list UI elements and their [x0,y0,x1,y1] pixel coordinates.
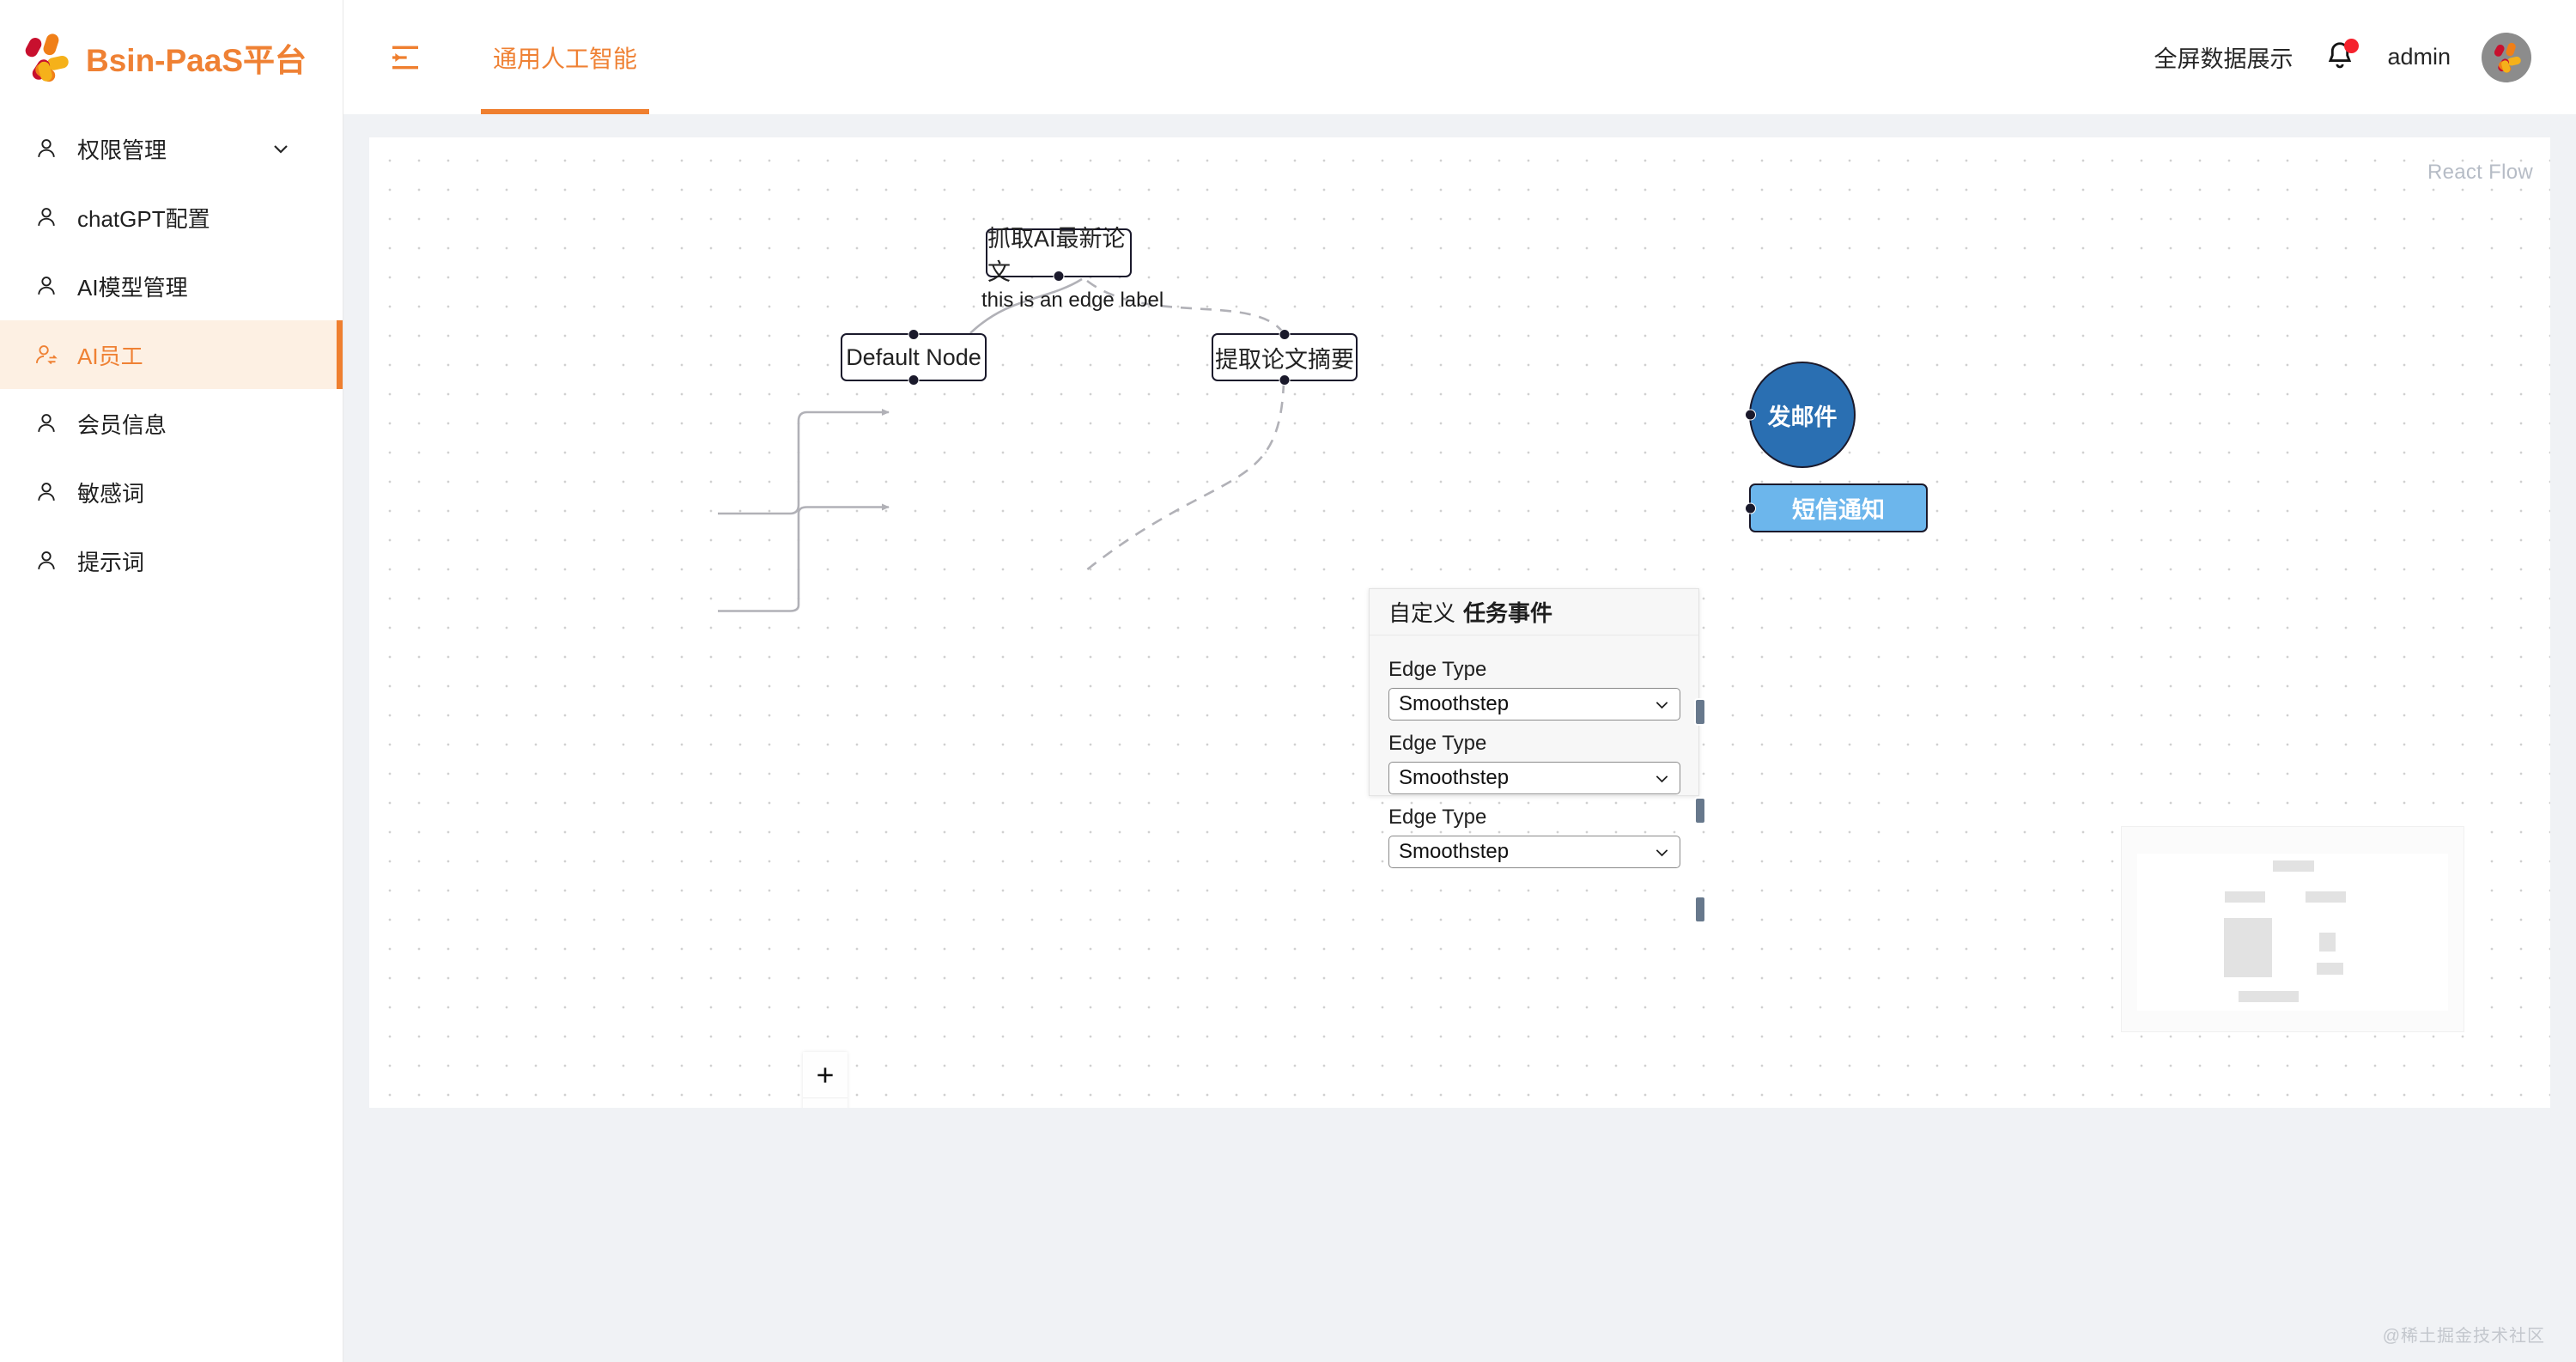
watermark: @稀土掘金技术社区 [2382,1327,2545,1346]
user-switch-icon [34,343,58,367]
panel-handle-2[interactable] [1694,797,1706,824]
flow-node-sms-notify[interactable]: 短信通知 [1745,483,1928,532]
flow-controls [803,1052,848,1108]
node-label: 短信通知 [1792,497,1885,523]
sidebar: Bsin-PaaS平台 权限管理 chatGPT配置 [0,0,343,1362]
edge-type-value-1: Smoothstep [1399,692,1510,715]
node-label: Default Node [846,344,981,370]
edge-n3-n4 [1081,381,1285,575]
sidebar-item-prompt-words[interactable]: 提示词 [0,526,343,595]
sidebar-item-ai-model-management[interactable]: AI模型管理 [0,252,343,320]
custom-task-event-panel: 自定义 任务事件 Edge Type Smoothstep Edge Type [1369,588,1706,923]
chevron-down-icon [1653,769,1671,787]
edge-type-select-3[interactable]: Smoothstep [1388,836,1680,868]
header-actions: 全屏数据展示 admin [2154,32,2576,82]
edge-type-select-1[interactable]: Smoothstep [1388,688,1680,721]
edge-type-label-3: Edge Type [1388,806,1487,829]
sidebar-item-permissions[interactable]: 权限管理 [0,114,343,183]
user-icon [34,205,58,229]
sidebar-item-chatgpt-config[interactable]: chatGPT配置 [0,183,343,252]
zoom-out-button[interactable] [803,1098,848,1108]
flow-editor-card: this is an edge label 抓取AI最新论文 Default N… [369,137,2550,1108]
panel-body: Edge Type Smoothstep Edge Type Smoothste… [1370,635,1698,868]
panel-handle-1[interactable] [1694,698,1706,726]
edge-label: this is an edge label [981,289,1164,312]
edge-panel3-n5 [718,503,890,612]
zoom-in-button[interactable] [803,1052,848,1098]
user-icon [34,480,58,504]
react-flow-attribution: React Flow [2427,161,2533,184]
flow-node-extract-abstract[interactable]: 提取论文摘要 [1212,329,1358,386]
chevron-down-icon[interactable] [270,138,291,159]
node-label: 抓取AI最新论文 [987,225,1126,285]
user-icon [34,137,58,161]
minimap-node [2225,891,2265,903]
node-handle-left[interactable] [1745,409,1756,421]
tab-label: 通用人工智能 [493,45,638,72]
sidebar-item-label: AI员工 [77,343,143,369]
top-header: 通用人工智能 全屏数据展示 admin [343,0,2576,114]
sidebar-item-label: 敏感词 [77,480,145,507]
panel-title-bold: 任务事件 [1463,600,1553,626]
edge-panel1-n4 [718,409,890,515]
flow-minimap[interactable] [2121,826,2464,1032]
brand-header[interactable]: Bsin-PaaS平台 [0,0,343,114]
user-icon [34,411,58,435]
edge-type-label-2: Edge Type [1388,732,1487,755]
node-handle-bottom[interactable] [908,374,920,386]
notification-badge-dot [2344,38,2360,53]
chevron-down-icon [1653,696,1671,714]
tab-general-ai[interactable]: 通用人工智能 [481,0,650,114]
node-label: 提取论文摘要 [1215,346,1354,373]
user-icon [34,274,58,298]
minimap-viewport [2137,854,2448,1011]
panel-handle-3[interactable] [1694,896,1706,923]
minimap-node [2224,918,2272,977]
sidebar-item-label: 权限管理 [77,137,167,163]
node-handle-top[interactable] [908,329,920,340]
notification-bell-button[interactable] [2324,38,2360,76]
sidebar-item-sensitive-words[interactable]: 敏感词 [0,458,343,526]
sidebar-item-member-info[interactable]: 会员信息 [0,389,343,458]
pinwheel-logo-icon [19,31,72,84]
edge-type-label-1: Edge Type [1388,658,1487,681]
node-handle-bottom[interactable] [1279,374,1291,386]
flow-node-default[interactable]: Default Node [841,329,987,386]
fullscreen-data-display-button[interactable]: 全屏数据展示 [2154,46,2293,72]
sidebar-item-label: chatGPT配置 [77,205,210,232]
avatar[interactable] [2482,32,2531,82]
chevron-down-icon [1653,843,1671,861]
brand-title: Bsin-PaaS平台 [86,42,307,78]
node-handle-top[interactable] [1279,329,1291,340]
node-handle-bottom[interactable] [1053,271,1065,282]
minimap-node [2319,933,2336,952]
username-label[interactable]: admin [2387,44,2451,70]
edge-type-value-3: Smoothstep [1399,840,1510,863]
plus-icon [814,1064,836,1086]
panel-title: 自定义 任务事件 [1370,589,1698,635]
node-handle-left[interactable] [1745,502,1756,514]
edge-type-select-2[interactable]: Smoothstep [1388,762,1680,794]
sidebar-item-label: AI模型管理 [77,274,188,301]
minimap-node [2273,860,2314,872]
minimap-node [2239,991,2299,1002]
flow-node-fetch-papers[interactable]: 抓取AI最新论文 [986,226,1132,285]
menu-fold-icon[interactable] [388,40,422,75]
sidebar-item-label: 会员信息 [77,411,167,438]
tab-bar: 通用人工智能 [481,0,650,114]
node-label: 发邮件 [1767,404,1838,430]
minimap-node [2317,963,2343,975]
sidebar-item-ai-employee[interactable]: AI员工 [0,320,343,389]
user-icon [34,549,58,573]
edge-type-value-2: Smoothstep [1399,766,1510,789]
content-area: this is an edge label 抓取AI最新论文 Default N… [343,114,2576,1362]
sidebar-item-label: 提示词 [77,549,145,575]
flow-node-send-email[interactable]: 发邮件 [1745,362,1856,468]
minimap-node [2306,891,2346,903]
panel-title-normal: 自定义 [1388,600,1456,626]
